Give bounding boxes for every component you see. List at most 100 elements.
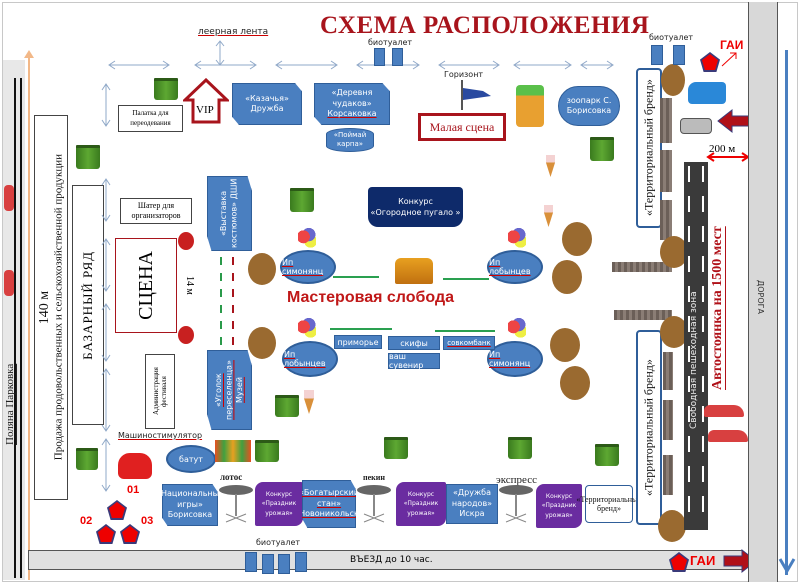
tree-icon <box>660 316 688 348</box>
toilet-icon <box>392 48 403 66</box>
vystavka-label: «Выставка костюмов» ДШИ <box>219 178 239 249</box>
fence-stone <box>660 200 672 240</box>
fence-arrow-vertical <box>215 40 225 66</box>
balloons-icon <box>298 228 316 250</box>
derevnya-booth: «Деревня чудаков» Корсаковка <box>314 83 390 125</box>
fence-stone <box>663 400 673 440</box>
vendor-ip-simonyants: Ип симонянц <box>280 250 336 284</box>
honey-icon <box>395 258 433 284</box>
shater-box: Шатер для организаторов <box>120 198 192 224</box>
main-stage-box: СЦЕНА <box>115 238 177 333</box>
trash-bin-icon <box>595 444 619 466</box>
kazachya-booth: «Казачья» Дружба <box>232 83 302 125</box>
pedestrian-zone-label: Свободная пешеходная зона <box>689 291 699 429</box>
ice-cream-icon <box>544 205 553 227</box>
bazar-row-label: БАЗАРНЫЙ РЯД <box>80 250 95 360</box>
tree-icon <box>550 328 580 362</box>
fence-stone <box>660 98 672 143</box>
clown-icon <box>516 85 544 127</box>
trash-bin-icon <box>255 440 279 462</box>
fence-stone <box>663 455 673 495</box>
fence-stone <box>660 150 672 192</box>
distance-140-label: 140 м <box>37 290 53 325</box>
biotualet-label: биотуалет <box>368 38 413 47</box>
police-post-icon <box>107 500 127 520</box>
table-icon <box>499 485 533 523</box>
post-01-label: 01 <box>127 484 140 496</box>
konkurs-pugalo-line2: «Огородное пугало » <box>370 208 461 217</box>
territ-brand-bottom: «Территориальный бренд» <box>576 485 642 523</box>
territ-brand-right-top: «Территориальный бренд» <box>636 68 662 228</box>
road-dashes <box>688 166 704 526</box>
gai-top-label: ГАИ <box>720 38 744 52</box>
balloons-icon <box>508 318 526 340</box>
derevnya-line1: «Деревня <box>331 88 373 98</box>
trash-bin-icon <box>508 437 532 459</box>
zoopark-cloud: зоопарк С. Борисовка <box>558 86 620 126</box>
balloons-icon <box>298 318 316 340</box>
konkurs-urozhai-banner: Конкурс «Праздник урожая» <box>255 482 303 526</box>
toilet-icon <box>673 45 685 65</box>
vip-label: VIP <box>196 104 214 116</box>
fence-arrows-top <box>108 60 614 70</box>
konkurs-pugalo-banner: Конкурс«Огородное пугало » <box>368 187 463 227</box>
lotos-label: лотос <box>220 472 243 482</box>
car-cartoon-icon <box>118 453 152 479</box>
tree-icon <box>248 327 276 359</box>
police-post-icon <box>669 552 689 572</box>
flag-icon <box>463 88 491 100</box>
police-post-icon <box>120 524 140 544</box>
vendor-ip-simonyants: Ип симонянц <box>487 341 543 377</box>
car-icon <box>4 185 14 211</box>
road-direction-line <box>785 50 788 575</box>
palatka-box: Палатка для переодевания <box>118 105 183 132</box>
toilet-icon <box>278 554 290 574</box>
table-icon <box>219 485 253 523</box>
drinks-icon <box>215 440 251 462</box>
tree-icon <box>562 222 592 256</box>
malaya-scena-box: Малая сцена <box>418 113 506 141</box>
parking-label: Автостоянка на 1500 мест <box>710 226 725 390</box>
derevnya-line3: Корсаковка <box>327 109 377 119</box>
gai-arrow-icon <box>721 52 737 67</box>
tree-icon <box>661 64 685 96</box>
sale-zone-box: 140 м Продажа продовольственных и сельск… <box>34 115 68 500</box>
green-line <box>443 278 489 280</box>
toilet-icon <box>295 552 307 572</box>
distance-14-label: 14 м <box>184 276 195 295</box>
toilet-icon <box>245 552 257 572</box>
gai-bottom-label: ГАИ <box>690 553 716 568</box>
road-label: ДОРОГА <box>756 280 765 315</box>
distance-200-label: 200 м <box>709 143 736 155</box>
vendor-skify: скифы <box>388 336 440 350</box>
administration-label: Администрация фестиваля <box>152 367 168 416</box>
entry-arrow-icon <box>717 108 751 134</box>
polyana-label: Поляна Парковка <box>4 363 16 445</box>
ice-cream-icon <box>304 390 314 414</box>
distance-line-140 <box>28 55 30 580</box>
trash-bin-icon <box>76 448 98 470</box>
toilet-icon <box>262 554 274 574</box>
fence-stone <box>663 352 673 390</box>
ugolok-label: «Уголок переселенца» Музей <box>213 360 244 420</box>
bogatyrsky-booth: «Богатырский стан» Новоникольск <box>302 480 356 528</box>
mashinostimulyator-label: Машиностимулятор <box>118 431 203 440</box>
arrow-down-icon <box>778 558 796 574</box>
green-line <box>435 330 495 332</box>
nacionalnye-booth: «Национальные игры» Борисовка <box>162 484 218 526</box>
distance-arrow-200 <box>706 152 750 162</box>
flag-pole <box>461 80 463 110</box>
vendor-vash-suvenir: ваш сувенир <box>388 352 440 370</box>
trash-bin-icon <box>590 137 614 161</box>
konkurs-urozhai-banner: Конкурс «Праздник урожая» <box>396 482 446 526</box>
diagram-title: СХЕМА РАСПОЛОЖЕНИЯ <box>320 12 650 39</box>
toilet-icon <box>651 45 663 65</box>
batut-ellipse: батут <box>166 445 216 473</box>
trash-bin-icon <box>290 188 314 212</box>
road-line <box>14 78 16 578</box>
bus-icon <box>680 118 712 134</box>
police-post-icon <box>700 52 720 72</box>
trash-bin-icon <box>384 437 408 459</box>
tree-icon <box>560 366 590 400</box>
